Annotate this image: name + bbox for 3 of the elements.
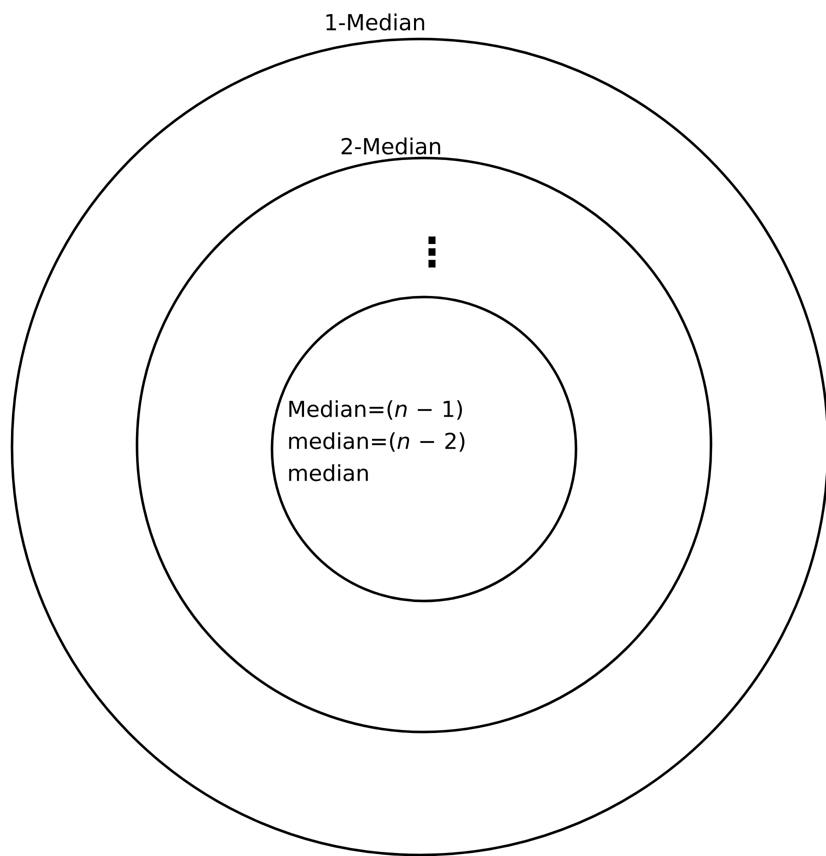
circle-text: Median=(n − 1) median=(n − 2) median — [289, 400, 464, 482]
ring-label: 2-Median — [342, 137, 440, 154]
ring-label: 1-Median — [326, 13, 424, 30]
